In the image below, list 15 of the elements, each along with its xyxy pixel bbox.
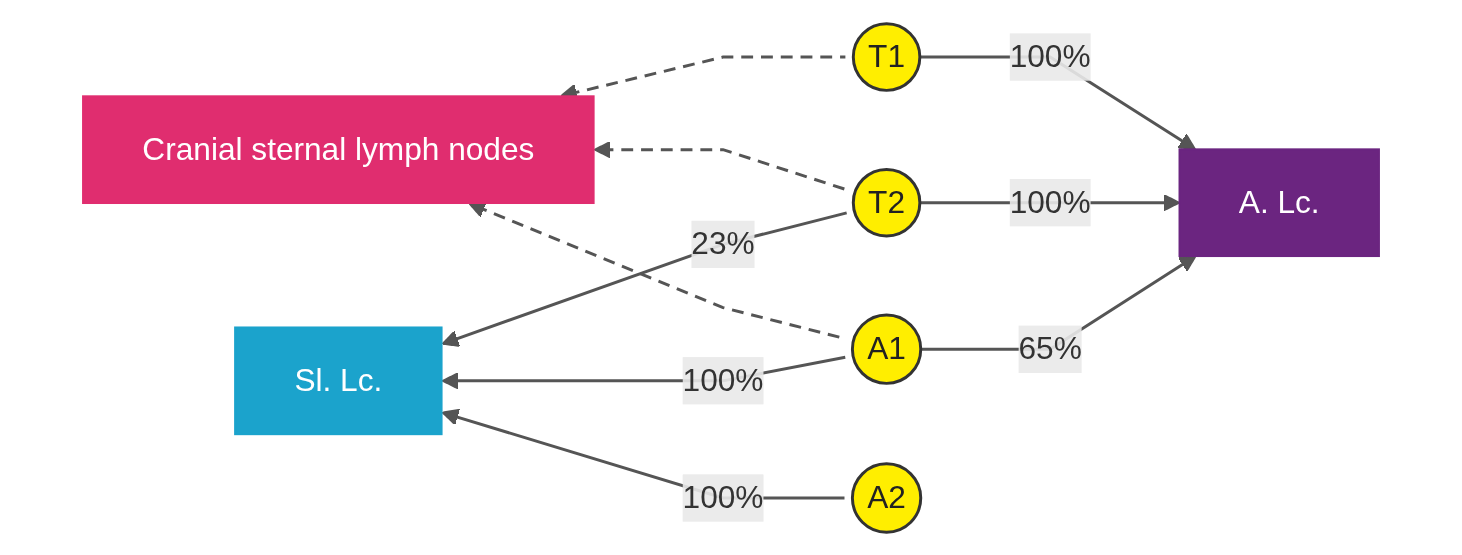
node-box: Sl. Lc. [234,326,443,435]
arrow [593,140,848,191]
edge-label: 65% [1018,330,1082,365]
node-circle: T1 [851,21,922,92]
edge-label: 100% [1009,184,1091,219]
node-circle: A1 [850,313,923,385]
edge-label: 100% [682,479,764,514]
edge-label: 100% [682,362,764,397]
edge-label: 100% [1009,38,1091,73]
node-circle: T2 [851,167,922,237]
node-circle: A2 [850,461,923,534]
edge-label: 23% [691,226,755,260]
arrow [441,210,848,347]
node-box: Cranial sternal lymph nodes [82,94,595,204]
node-box: A. Lc. [1178,147,1380,257]
